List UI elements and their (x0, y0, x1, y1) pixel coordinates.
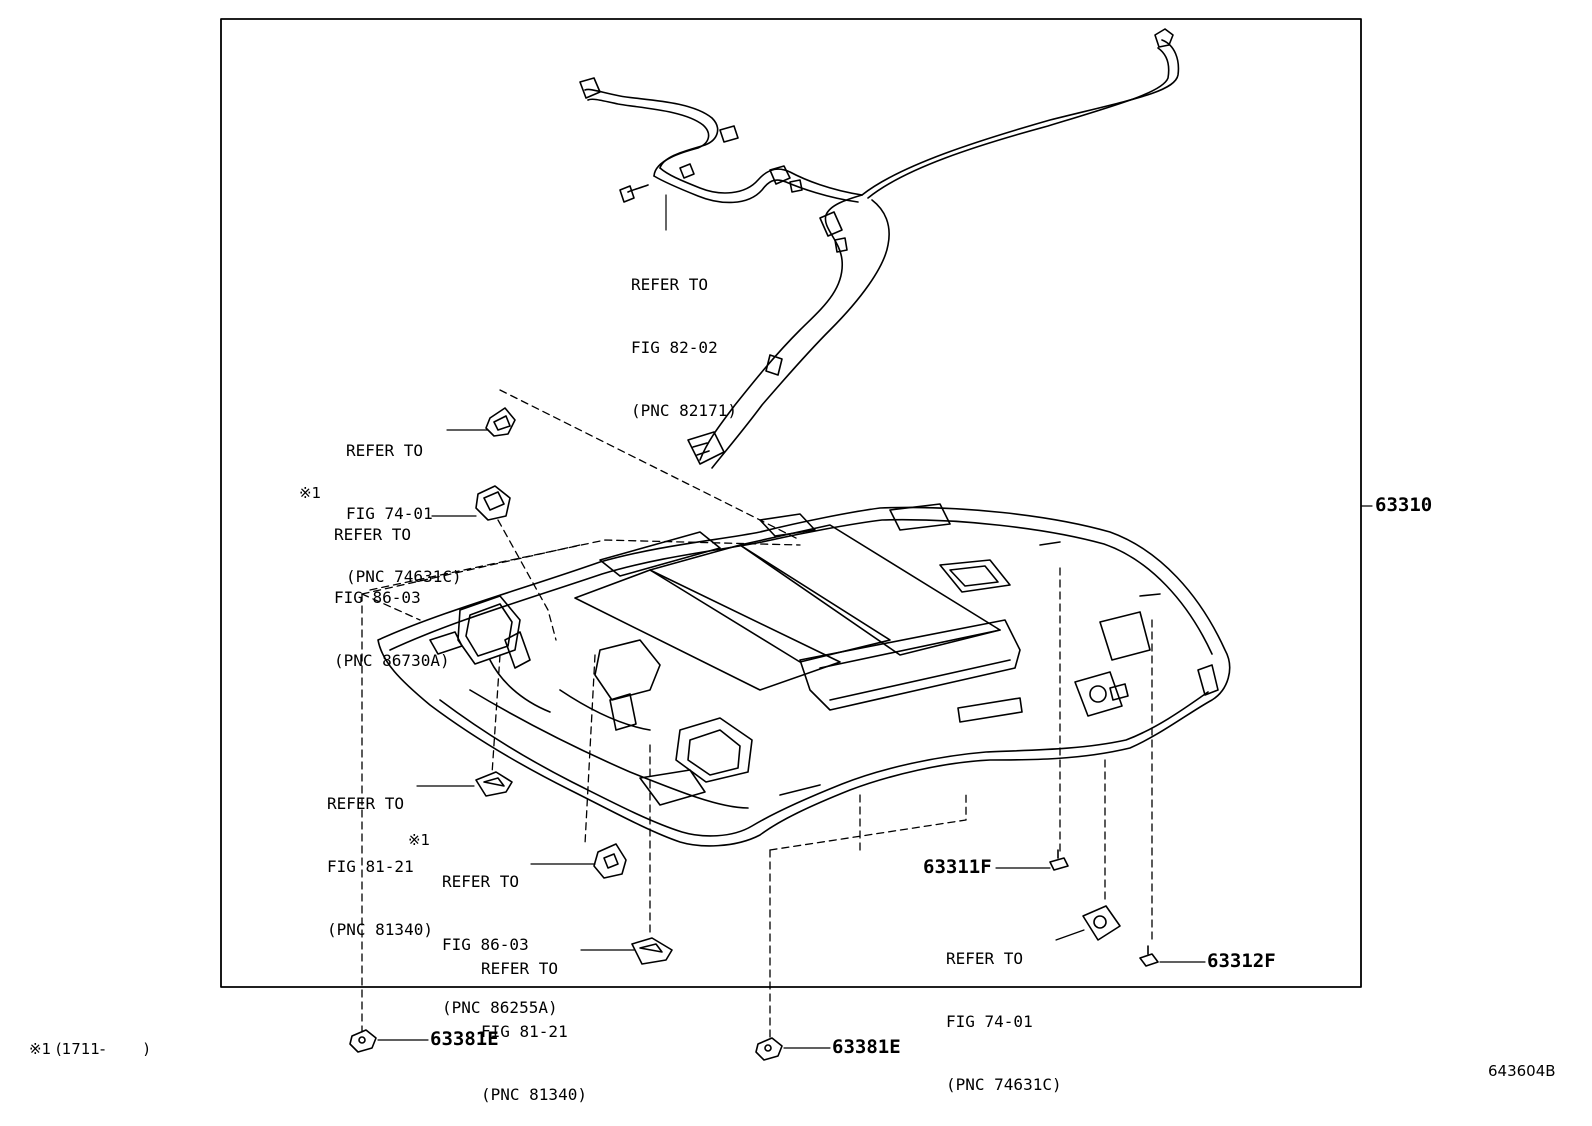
callout-line: REFER TO (327, 794, 405, 813)
callout-line: (PNC 81340) (481, 1085, 587, 1104)
wire-harness (579, 28, 1180, 469)
callout-line: (PNC 81340) (327, 920, 433, 939)
part-number-63381E-left: 63381E (430, 1028, 499, 1050)
callout-line: REFER TO (346, 441, 424, 460)
callout-line: (PNC 86255A) (442, 998, 558, 1017)
part-number-63381E-center: 63381E (832, 1036, 901, 1058)
callout-line: FIG 74-01 (946, 1012, 1033, 1031)
solid-leaders (377, 429, 1373, 1049)
callout-line: FIG 86-03 (442, 935, 529, 954)
callout-line: REFER TO (481, 959, 559, 978)
callout-line: FIG 74-01 (346, 504, 433, 523)
part-86730A (475, 485, 511, 521)
parts-diagram (220, 18, 1373, 1061)
diagram-frame (220, 18, 1362, 988)
callout-fig-74-01-right: REFER TO FIG 74-01 (PNC 74631C) (946, 906, 1062, 1116)
part-number-63311F: 63311F (923, 856, 992, 878)
callout-line: FIG 86-03 (334, 588, 421, 607)
callout-line: (PNC 74631C) (946, 1075, 1062, 1094)
part-number-63312F: 63312F (1207, 950, 1276, 972)
callout-line: (PNC 74631C) (346, 567, 462, 586)
callout-line: FIG 81-21 (327, 857, 414, 876)
diagram-code: 643604B (1488, 1062, 1556, 1080)
part-81340-left (475, 771, 513, 797)
callout-fig-86-03-a: REFER TO FIG 86-03 (PNC 86730A) (334, 482, 450, 692)
part-63381E-center (755, 1037, 783, 1061)
part-81340-bottom (631, 937, 673, 965)
callout-fig-86-03-b: REFER TO FIG 86-03 (PNC 86255A) (442, 829, 558, 1039)
callout-line: (PNC 86730A) (334, 651, 450, 670)
part-63312F (1139, 945, 1159, 967)
callout-fig-81-21-bottom: REFER TO FIG 81-21 (PNC 81340) (481, 916, 587, 1126)
callout-line: FIG 81-21 (481, 1022, 568, 1041)
note-marker: ※1 (408, 831, 431, 849)
footnote: ※1 (1711- ) (29, 1040, 150, 1058)
callout-line: REFER TO (946, 949, 1024, 968)
part-86255A (593, 843, 627, 879)
callout-line: REFER TO (442, 872, 520, 891)
callout-fig-82-02: REFER TO FIG 82-02 (PNC 82171) (631, 232, 737, 442)
dashed-leaders (361, 389, 1153, 1039)
note-marker: ※1 (299, 484, 322, 502)
part-number-headliner: 63310 (1375, 494, 1433, 516)
callout-line: FIG 82-02 (631, 338, 718, 357)
callout-line: (PNC 82171) (631, 401, 737, 420)
callout-fig-74-01-top: REFER TO FIG 74-01 (PNC 74631C) (346, 398, 462, 608)
headliner-body (377, 503, 1231, 847)
callout-fig-81-21-left: REFER TO FIG 81-21 (PNC 81340) (327, 751, 433, 961)
part-63381E-left (349, 1029, 377, 1053)
callout-line: REFER TO (631, 275, 709, 294)
part-63311F (1049, 849, 1069, 871)
callout-line: REFER TO (334, 525, 412, 544)
part-74631C-right (1082, 905, 1121, 941)
part-74631C-top (485, 407, 516, 437)
